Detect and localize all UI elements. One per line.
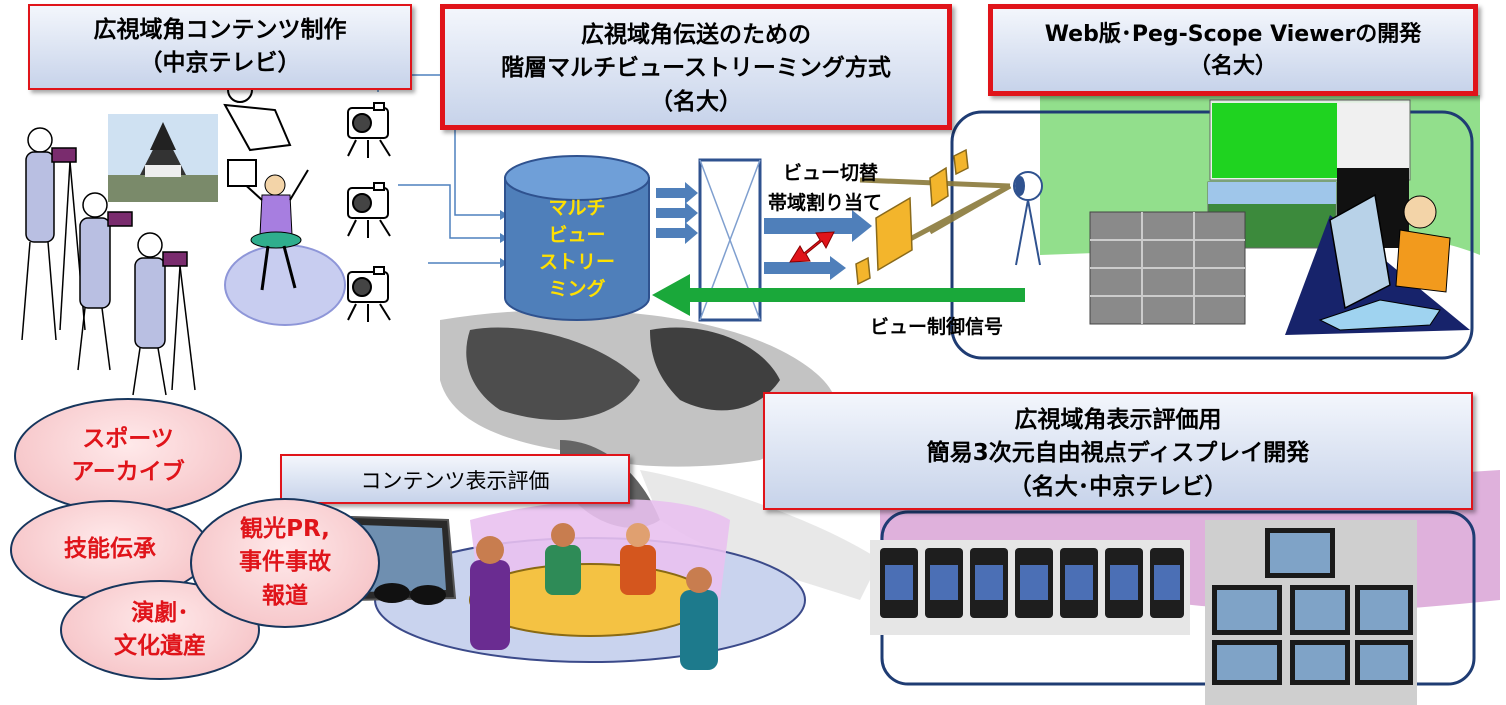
viewer-screenshots bbox=[1089, 99, 1411, 325]
title-content-production-line1: 広視域角コンテンツ制作 bbox=[93, 17, 347, 43]
database-label-line4: ミング bbox=[548, 277, 606, 300]
title-streaming-line3: （名大） bbox=[650, 88, 742, 115]
title-display-dev-line2: 簡易3次元自由視点ディスプレイ開発 bbox=[926, 440, 1310, 467]
title-display-dev-line3: （名大･中京テレビ） bbox=[1008, 473, 1228, 500]
control-signal-arrow bbox=[652, 274, 1025, 316]
bubble-sports-line2: アーカイブ bbox=[71, 459, 185, 485]
view-switch-label: ビュー切替 bbox=[783, 162, 879, 184]
title-display-dev: 広視域角表示評価用 簡易3次元自由視点ディスプレイ開発 （名大･中京テレビ） bbox=[763, 392, 1473, 510]
switch-out-arrow-upper bbox=[764, 210, 872, 242]
director-image bbox=[223, 77, 292, 187]
control-signal-label: ビュー制御信号 bbox=[870, 316, 1004, 338]
bubble-theater-line1: 演劇･ bbox=[131, 599, 189, 626]
title-content-production-line2: （中京テレビ） bbox=[139, 50, 301, 77]
tablet-array-photo bbox=[870, 540, 1190, 635]
bubble-skills-text: 技能伝承 bbox=[64, 536, 156, 563]
castle-photo bbox=[108, 114, 218, 202]
bubble-tourism: 観光PR, 事件事故 報道 bbox=[190, 498, 380, 628]
view-planes bbox=[855, 148, 969, 286]
bandwidth-label: 帯域割り当て bbox=[768, 192, 883, 214]
db-to-switch-arrows bbox=[656, 182, 698, 244]
3d-tv-image bbox=[351, 515, 457, 605]
multi-monitor-photo bbox=[1205, 520, 1417, 705]
title-streaming-line2: 階層マルチビューストリーミング方式 bbox=[501, 55, 891, 82]
laptop-user-image bbox=[1285, 193, 1470, 335]
bubble-tourism-line3: 報道 bbox=[262, 582, 308, 609]
bandwidth-double-arrow bbox=[789, 231, 835, 263]
title-streaming-line1: 広視域角伝送のための bbox=[581, 22, 811, 48]
bubble-sports: スポーツ アーカイブ bbox=[14, 398, 242, 514]
bubble-tourism-line2: 事件事故 bbox=[239, 549, 331, 576]
database-label-line2: ビュー bbox=[548, 223, 606, 246]
title-display-dev-line1: 広視域角表示評価用 bbox=[1014, 407, 1222, 433]
title-viewer-line1: Web版･Peg-Scope Viewerの開発 bbox=[1044, 22, 1422, 47]
meeting-people-image bbox=[470, 523, 718, 670]
title-content-eval: コンテンツ表示評価 bbox=[280, 454, 630, 504]
bubble-tourism-line1: 観光PR, bbox=[240, 515, 330, 542]
database-label-line1: マルチ bbox=[548, 197, 606, 219]
database-label-line3: ストリー bbox=[538, 250, 615, 273]
viewer-eye-icon bbox=[1013, 171, 1043, 266]
database-label: マルチ ビュー ストリー ミング bbox=[512, 195, 642, 303]
title-viewer: Web版･Peg-Scope Viewerの開発 （名大） bbox=[988, 4, 1478, 96]
bubble-theater-line2: 文化遺産 bbox=[114, 633, 206, 659]
title-content-production: 広視域角コンテンツ制作 （中京テレビ） bbox=[28, 4, 412, 90]
switch-out-arrow-lower bbox=[764, 256, 846, 280]
camera-operators-image bbox=[21, 127, 196, 396]
title-viewer-line2: （名大） bbox=[1188, 53, 1277, 79]
skater-image bbox=[239, 169, 309, 291]
ice-rink bbox=[224, 244, 346, 326]
multiview-database-icon bbox=[504, 155, 650, 321]
title-streaming: 広視域角伝送のための 階層マルチビューストリーミング方式 （名大） bbox=[440, 4, 952, 130]
bubble-sports-line1: スポーツ bbox=[82, 425, 174, 452]
camera-icons bbox=[347, 102, 391, 322]
